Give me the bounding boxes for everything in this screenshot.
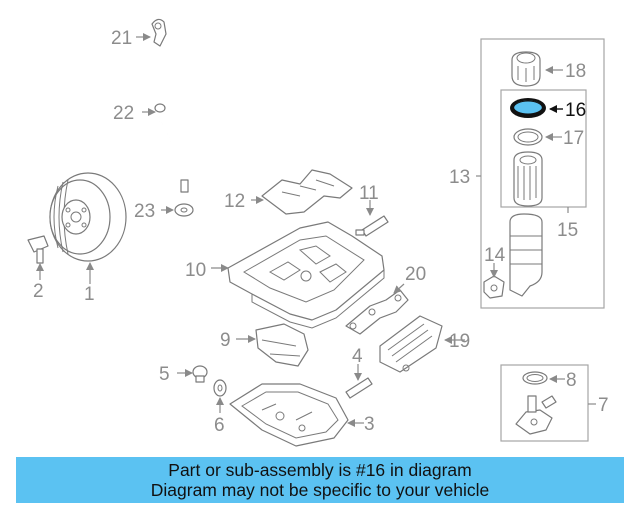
o-ring-part-17[interactable]: [513, 128, 543, 146]
seal-ring-part-16-highlighted[interactable]: [510, 98, 546, 118]
callout-16: 16: [565, 100, 586, 121]
callout-9: 9: [220, 330, 231, 351]
sealant-part-4[interactable]: [345, 377, 373, 399]
callout-19: 19: [449, 331, 470, 352]
filter-kit-box-15: [500, 89, 587, 208]
callout-3: 3: [364, 414, 375, 435]
callout-1: 1: [84, 284, 95, 305]
lower-oil-pan-part-3[interactable]: [229, 383, 349, 447]
callout-23: 23: [134, 201, 155, 222]
callout-14: 14: [484, 245, 506, 266]
callout-12: 12: [224, 191, 245, 212]
callout-22: 22: [113, 103, 134, 124]
sealant-part-11[interactable]: [355, 215, 389, 237]
callout-11: 11: [359, 183, 379, 204]
drain-plug-part-5[interactable]: [192, 365, 208, 383]
callout-13: 13: [449, 167, 470, 188]
callout-17: 17: [563, 128, 584, 149]
bolt-part-2[interactable]: [27, 235, 49, 264]
banner-line-2: Diagram may not be specific to your vehi…: [150, 480, 490, 500]
filter-housing-part-14[interactable]: [483, 213, 543, 299]
oil-cooler-part-19[interactable]: [379, 315, 443, 373]
assembly-box-13: [480, 38, 605, 309]
filter-element[interactable]: [513, 151, 543, 207]
washer-part-23[interactable]: [174, 203, 194, 217]
dipstick-tube-part-22[interactable]: [154, 58, 189, 193]
banner-line-1: Part or sub-assembly is #16 in diagram: [168, 460, 472, 480]
upper-oil-pan-part-10[interactable]: [227, 221, 385, 329]
info-banner: Part or sub-assembly is #16 in diagram D…: [16, 457, 624, 503]
callout-2: 2: [33, 281, 44, 302]
callout-5: 5: [159, 364, 170, 385]
washer-part-6[interactable]: [213, 379, 227, 397]
callout-7: 7: [598, 395, 609, 416]
filter-cap-part-18[interactable]: [511, 51, 541, 87]
oil-level-sensor-part-7[interactable]: [515, 395, 557, 435]
assembly-box-7: [500, 364, 589, 442]
callout-10: 10: [185, 260, 206, 281]
callout-20: 20: [405, 264, 426, 285]
cover-part-9[interactable]: [255, 323, 309, 367]
callout-18: 18: [565, 61, 586, 82]
seal-part-8[interactable]: [522, 371, 548, 385]
callout-4: 4: [352, 346, 363, 367]
callout-21: 21: [111, 28, 132, 49]
bracket-part-20[interactable]: [345, 289, 409, 335]
callout-8: 8: [566, 370, 577, 391]
pulley-part-1[interactable]: [49, 172, 127, 262]
callout-15: 15: [557, 220, 578, 241]
callout-6: 6: [214, 415, 225, 436]
dipstick-handle-part-21[interactable]: [151, 18, 167, 47]
baffle-part-12[interactable]: [261, 169, 353, 215]
